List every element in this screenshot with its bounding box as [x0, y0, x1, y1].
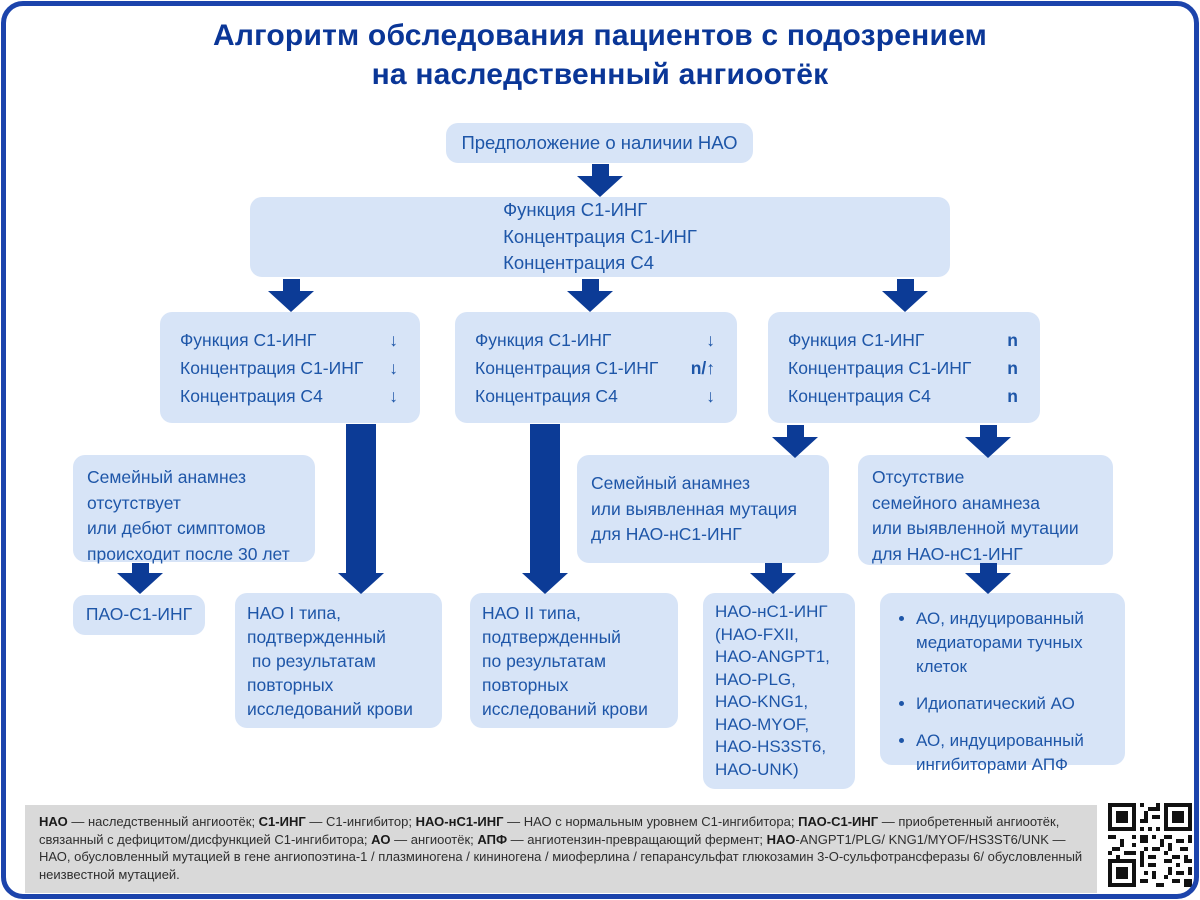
- row-value-normal: n: [1007, 330, 1018, 350]
- row-label: Концентрация С4: [788, 386, 931, 406]
- legend-term: С1-ИНГ: [258, 814, 306, 829]
- row-value-down-arrow: ↓: [389, 386, 398, 406]
- node-hypothesis: Предположение о наличии НАО: [446, 123, 753, 163]
- arrow-hypothesis-to-tests: [577, 164, 623, 197]
- page-title: Алгоритм обследования пациентов с подозр…: [212, 19, 988, 91]
- node-no-family: Отсутствие семейного анамнеза или выявле…: [858, 455, 1113, 565]
- node-hae-type2: НАО II типа, подтвержденный по результат…: [470, 593, 678, 728]
- legend-definition: — ангиотензин-превращающий фермент;: [507, 831, 767, 847]
- arrow-mixed-to-hae2: [521, 424, 569, 594]
- legend-definition: -ANGPT1/PLG/ KNG1/MYOF/HS3ST6/UNK — НАО,…: [39, 831, 1083, 882]
- arrow-tests-to-panel-mixed: [567, 279, 613, 312]
- row-value-down-arrow: ↓: [706, 386, 715, 406]
- panel-row: Функция С1-ИНГ n: [788, 326, 1018, 354]
- node-hae-nc1-inh: НАО-нС1-ИНГ (НАО-FXII, НАО-ANGPT1, НАО-P…: [703, 593, 855, 789]
- legend-term: АО: [371, 831, 391, 847]
- qr-code: [1108, 803, 1192, 887]
- legend-definition: — приобретенный ангиоотёк, связанный с д…: [39, 814, 1060, 847]
- row-value-normal: n: [1007, 386, 1018, 406]
- row-value-down-arrow: ↓: [706, 330, 715, 350]
- node-lab-tests-lines: Функция С1-ИНГ Концентрация С1-ИНГ Конце…: [503, 199, 697, 274]
- node-panel-mixed: Функция С1-ИНГ ↓ Концентрация С1-ИНГ n/↑…: [455, 312, 737, 423]
- arrow-normal-to-family-mutation: [772, 425, 818, 458]
- panel-row: Функция С1-ИНГ ↓: [180, 326, 398, 354]
- legend-definition: — НАО с нормальным уровнем С1-ингибитора…: [503, 814, 799, 829]
- node-lab-tests: Функция С1-ИНГ Концентрация С1-ИНГ Конце…: [250, 197, 950, 277]
- node-hae-type1: НАО I типа, подтвержденный по результата…: [235, 593, 442, 728]
- row-label: Концентрация С1-ИНГ: [475, 358, 659, 378]
- row-label: Функция С1-ИНГ: [180, 330, 317, 350]
- arrow-tests-to-panel-normal: [882, 279, 928, 312]
- arrow-family-mutation-to-haenc1: [750, 563, 796, 594]
- node-hypothesis-label: Предположение о наличии НАО: [461, 132, 738, 154]
- panel-row: Концентрация С4 ↓: [180, 382, 398, 410]
- row-value-normal: n: [1007, 358, 1018, 378]
- arrow-normal-to-no-family: [965, 425, 1011, 458]
- node-pao-c1-inh: ПАО-С1-ИНГ: [73, 595, 205, 635]
- node-panel-low: Функция С1-ИНГ ↓ Концентрация С1-ИНГ ↓ К…: [160, 312, 420, 423]
- row-label: Концентрация С1-ИНГ: [788, 358, 972, 378]
- legend-definition: — ангиоотёк;: [390, 831, 478, 847]
- arrow-family-absent-to-pao: [117, 563, 163, 594]
- node-other-ao: АО, индуцированный медиаторами тучных кл…: [880, 593, 1125, 774]
- legend-definition: — наследственный ангиоотёк;: [67, 814, 259, 829]
- row-label: Функция С1-ИНГ: [788, 330, 925, 350]
- other-ao-list: АО, индуцированный медиаторами тучных кл…: [880, 593, 1125, 791]
- legend-term: АПФ: [477, 831, 508, 847]
- legend-term: ПАО-С1-ИНГ: [798, 814, 879, 829]
- node-family-absent: Семейный анамнез отсутствует или дебют с…: [73, 455, 315, 564]
- other-ao-item: Идиопатический АО: [916, 692, 1113, 716]
- panel-row: Концентрация С1-ИНГ n: [788, 354, 1018, 382]
- row-value-down-arrow: ↓: [389, 330, 398, 350]
- node-family-mutation: Семейный анамнез или выявленная мутация …: [577, 455, 829, 563]
- legend-term: НАО: [766, 831, 796, 847]
- arrow-low-to-hae1: [337, 424, 385, 594]
- panel-row: Концентрация С1-ИНГ n/↑: [475, 354, 715, 382]
- row-label: Функция С1-ИНГ: [475, 330, 612, 350]
- row-value-down-arrow: ↓: [389, 358, 398, 378]
- row-label: Концентрация С1-ИНГ: [180, 358, 364, 378]
- node-panel-normal: Функция С1-ИНГ n Концентрация С1-ИНГ n К…: [768, 312, 1040, 423]
- legend-definition: — С1-ингибитор;: [305, 814, 416, 829]
- qr-code-image: [1108, 803, 1192, 887]
- panel-row: Концентрация С1-ИНГ ↓: [180, 354, 398, 382]
- other-ao-item: АО, индуцированный медиаторами тучных кл…: [916, 607, 1113, 679]
- legend-term: НАО-нС1-ИНГ: [415, 814, 504, 829]
- arrow-no-family-to-other-ao: [965, 563, 1011, 594]
- panel-row: Концентрация С4 ↓: [475, 382, 715, 410]
- footer-legend: НАО — наследственный ангиоотёк; С1-ИНГ —…: [25, 805, 1097, 893]
- row-label: Концентрация С4: [475, 386, 618, 406]
- arrow-tests-to-panel-low: [268, 279, 314, 312]
- row-label: Концентрация С4: [180, 386, 323, 406]
- panel-row: Концентрация С4 n: [788, 382, 1018, 410]
- panel-row: Функция С1-ИНГ ↓: [475, 326, 715, 354]
- node-pao-label: ПАО-С1-ИНГ: [85, 604, 193, 625]
- legend-term: НАО: [39, 814, 68, 829]
- other-ao-item: АО, индуцированный ингибиторами АПФ: [916, 729, 1113, 777]
- row-value-normal-or-up: n/↑: [690, 358, 715, 378]
